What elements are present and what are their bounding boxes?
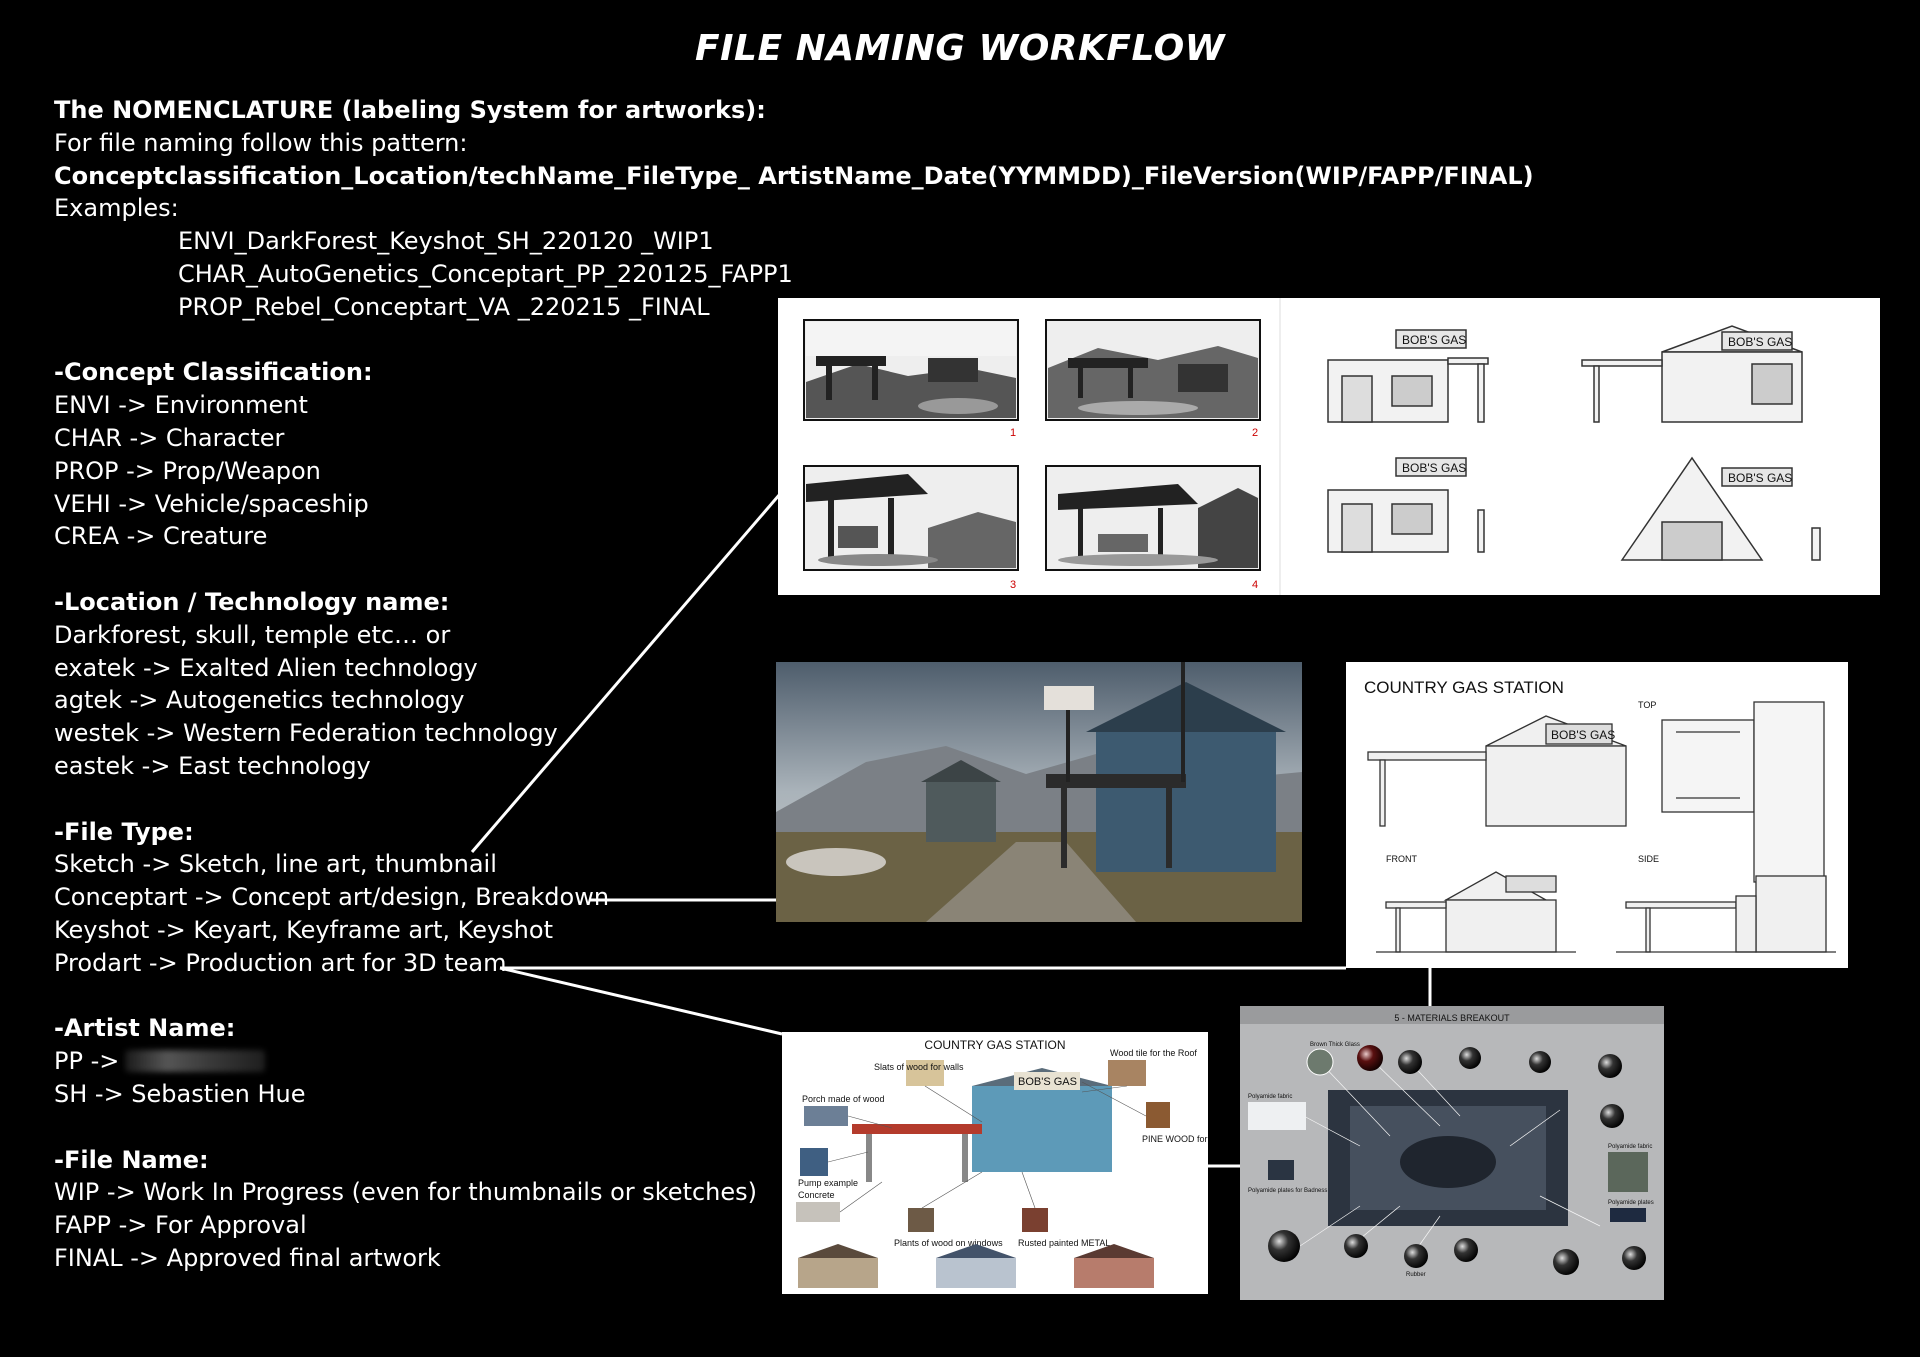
location-item: Darkforest, skull, temple etc… or <box>54 620 451 649</box>
material-label: Polyamide fabric <box>1608 1144 1652 1150</box>
callouts-illustration: BOB'S GAS Slats of wood for walls Wood t… <box>796 1048 1208 1288</box>
painting-scene <box>776 662 1302 922</box>
color-variant-3 <box>1074 1244 1154 1288</box>
side-view <box>1616 875 1836 953</box>
materials-panel: 5 - MATERIALS BREAKOUT <box>1240 1006 1664 1300</box>
material-label: Polyamide fabric <box>1248 1094 1292 1100</box>
file-name-item: FINAL -> Approved final artwork <box>54 1243 441 1272</box>
sign-text: BOB'S GAS <box>1728 471 1792 485</box>
artist-item: SH -> Sebastien Hue <box>54 1079 306 1108</box>
drawing-back-right: BOB'S GAS <box>1620 456 1821 561</box>
callouts-title: COUNTRY GAS STATION <box>924 1038 1066 1052</box>
sketch-panel: 1 2 3 4 <box>778 298 1380 595</box>
thumbnail-number: 4 <box>1252 579 1258 591</box>
thumbnail-number: 1 <box>1010 427 1016 439</box>
gas-station-line-drawings: BOB'S GAS BOB'S GAS BOB'S GAS BOB'S GAS <box>1327 325 1821 561</box>
callout-label: Wood tile for the Roof <box>1110 1048 1197 1058</box>
file-type-item: Prodart -> Production art for 3D team <box>54 948 507 977</box>
file-name-item: WIP -> Work In Progress (even for thumbn… <box>54 1178 758 1207</box>
drawing-back-left: BOB'S GAS <box>1327 457 1485 553</box>
orthographic-drawings: BOB'S GAS <box>1367 701 1836 953</box>
top-view <box>1661 701 1825 883</box>
thumbnail-number: 3 <box>1010 579 1016 591</box>
materials-illustration: Brown Thick Glass Polyamide fabric Polya… <box>1248 1042 1654 1278</box>
sketch-thumbnails: 1 2 3 4 <box>803 298 1281 595</box>
file-type-item: Conceptart -> Concept art/design, Breakd… <box>54 883 610 912</box>
file-type-item: Sketch -> Sketch, line art, thumbnail <box>54 850 497 879</box>
file-type-heading: -File Type: <box>54 817 194 846</box>
callout-label: Porch made of wood <box>802 1094 885 1104</box>
redacted-name <box>125 1050 266 1073</box>
drawing-front-left: BOB'S GAS <box>1327 329 1489 423</box>
sign-text: BOB'S GAS <box>1402 461 1466 475</box>
location-item: agtek -> Autogenetics technology <box>54 686 465 715</box>
example-line: PROP_Rebel_Conceptart_VA _220215 _FINAL <box>178 292 710 321</box>
drawing-front-right: BOB'S GAS <box>1581 325 1803 423</box>
color-variant-1 <box>798 1244 878 1288</box>
callout-label: Concrete <box>798 1190 835 1200</box>
sign-text: BOB'S GAS <box>1551 728 1615 742</box>
gas-station-drawings-panel: BOB'S GAS BOB'S GAS BOB'S GAS BOB'S GAS <box>1282 298 1880 595</box>
location-heading: -Location / Technology name: <box>54 587 450 616</box>
thumbnail-2 <box>1045 319 1261 421</box>
naming-pattern: Conceptclassification_Location/techName_… <box>54 161 1534 190</box>
color-variant-2 <box>936 1244 1016 1288</box>
example-line: ENVI_DarkForest_Keyshot_SH_220120 _WIP1 <box>178 227 714 256</box>
material-label: Polyamide plates for Badness <box>1248 1188 1327 1194</box>
sign-text: BOB'S GAS <box>1402 333 1466 347</box>
nomenclature-heading: The NOMENCLATURE (labeling System for ar… <box>54 96 766 124</box>
nomenclature-text: The NOMENCLATURE (labeling System for ar… <box>54 94 1534 1275</box>
file-name-heading: -File Name: <box>54 1145 209 1174</box>
callouts-panel: COUNTRY GAS STATION BOB'S GAS Slats of w… <box>782 1032 1208 1294</box>
classification-item: CHAR -> Character <box>54 423 285 452</box>
artist-code: PP -> <box>54 1047 120 1076</box>
materials-title: 5 - MATERIALS BREAKOUT <box>1394 1013 1510 1023</box>
thumbnail-number: 2 <box>1252 427 1258 439</box>
example-line: CHAR_AutoGenetics_Conceptart_PP_220125_F… <box>178 259 793 288</box>
perspective-view: BOB'S GAS <box>1367 715 1627 827</box>
location-item: exatek -> Exalted Alien technology <box>54 653 478 682</box>
orthographic-panel: COUNTRY GAS STATION TOP FRONT SIDE BOB'S… <box>1346 662 1848 968</box>
thumbnail-4 <box>1045 465 1261 571</box>
file-type-item: Keyshot -> Keyart, Keyframe art, Keyshot <box>54 915 553 944</box>
concept-classification-heading: -Concept Classification: <box>54 358 373 387</box>
view-label-front: FRONT <box>1386 854 1417 864</box>
material-label: Rubber <box>1406 1272 1426 1278</box>
callout-label: Pump example <box>798 1178 858 1188</box>
classification-item: VEHI -> Vehicle/spaceship <box>54 489 369 518</box>
view-label-top: TOP <box>1638 700 1657 710</box>
file-name-item: FAPP -> For Approval <box>54 1211 307 1240</box>
classification-item: ENVI -> Environment <box>54 391 308 420</box>
classification-item: PROP -> Prop/Weapon <box>54 456 321 485</box>
front-view <box>1376 871 1576 953</box>
thumbnail-1 <box>803 319 1019 421</box>
material-label: Brown Thick Glass <box>1310 1042 1360 1048</box>
callout-label: Rusted painted METAL <box>1018 1238 1110 1248</box>
artist-item: PP -> <box>54 1045 1474 1078</box>
callout-label: Plants of wood on windows <box>894 1238 1003 1248</box>
sign-text: BOB'S GAS <box>1728 335 1792 349</box>
artist-heading: -Artist Name: <box>54 1014 236 1043</box>
thumbnail-3 <box>803 465 1019 571</box>
nomenclature-intro: For file naming follow this pattern: <box>54 128 468 157</box>
material-label: Polyamide plates <box>1608 1200 1654 1206</box>
keyshot-painting <box>776 662 1302 922</box>
materials-header: 5 - MATERIALS BREAKOUT <box>1240 1006 1664 1024</box>
examples-label: Examples: <box>54 194 179 223</box>
callout-label: Slats of wood for walls <box>874 1062 964 1072</box>
page-title: FILE NAMING WORKFLOW <box>695 28 1225 69</box>
location-item: eastek -> East technology <box>54 751 371 780</box>
sign-text: BOB'S GAS <box>1018 1076 1077 1088</box>
orthographic-title: COUNTRY GAS STATION <box>1364 678 1564 697</box>
classification-item: CREA -> Creature <box>54 522 268 551</box>
callout-label: PINE WOOD for the SIGN <box>1142 1134 1208 1144</box>
view-label-side: SIDE <box>1638 854 1660 864</box>
